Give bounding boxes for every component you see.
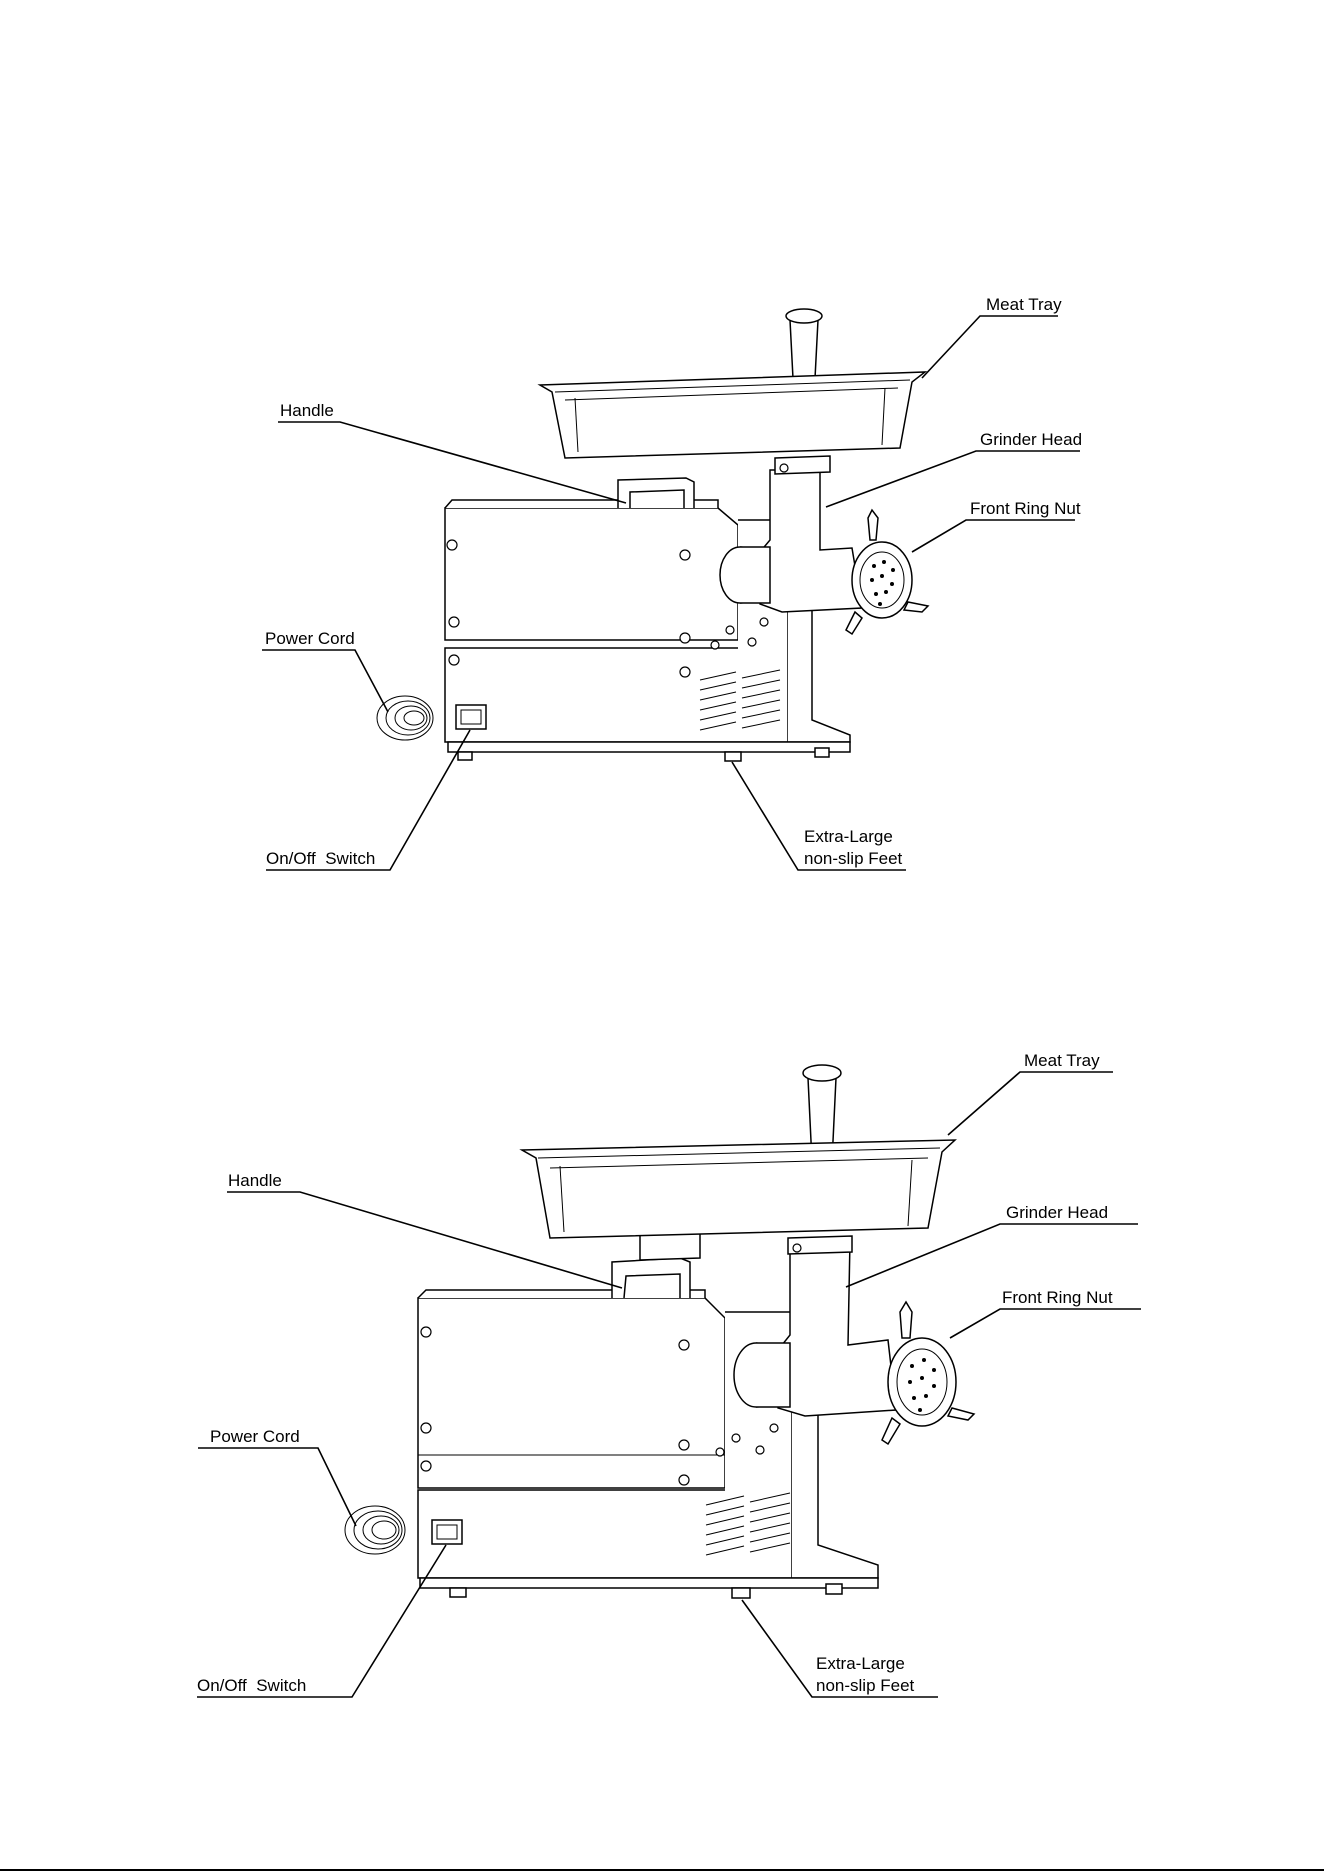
meat-tray-label: Meat Tray [1024, 1051, 1100, 1070]
on-off-switch-leader [197, 1545, 446, 1697]
meat-grinder-illustration-2 [345, 1065, 974, 1598]
front-ring-nut-leader [912, 520, 1075, 552]
meat-tray-leader [922, 316, 1058, 378]
handle-label: Handle [280, 401, 334, 420]
on-off-switch-label: On/Off Switch [197, 1676, 306, 1695]
grinder-head-leader [846, 1224, 1138, 1287]
meat-grinder-diagram-2: Meat Tray Handle Grinder Head Front Ring… [197, 1051, 1141, 1697]
handle-label: Handle [228, 1171, 282, 1190]
front-ring-nut-label: Front Ring Nut [1002, 1288, 1113, 1307]
meat-grinder-illustration-1 [377, 309, 928, 761]
grinder-head-label: Grinder Head [1006, 1203, 1108, 1222]
meat-tray-leader [948, 1072, 1113, 1135]
front-ring-nut-label: Front Ring Nut [970, 499, 1081, 518]
power-cord-label: Power Cord [210, 1427, 300, 1446]
power-cord-label: Power Cord [265, 629, 355, 648]
power-cord-leader [262, 650, 388, 712]
feet-label-line2: non-slip Feet [816, 1676, 915, 1695]
feet-label-line1: Extra-Large [804, 827, 893, 846]
feet-label-line2: non-slip Feet [804, 849, 903, 868]
power-cord-leader [198, 1448, 356, 1526]
on-off-switch-label: On/Off Switch [266, 849, 375, 868]
grinder-head-label: Grinder Head [980, 430, 1082, 449]
feet-label-line1: Extra-Large [816, 1654, 905, 1673]
meat-grinder-diagram-1: Meat Tray Handle Grinder Head Front Ring… [262, 295, 1082, 870]
meat-tray-label: Meat Tray [986, 295, 1062, 314]
front-ring-nut-leader [950, 1309, 1141, 1338]
